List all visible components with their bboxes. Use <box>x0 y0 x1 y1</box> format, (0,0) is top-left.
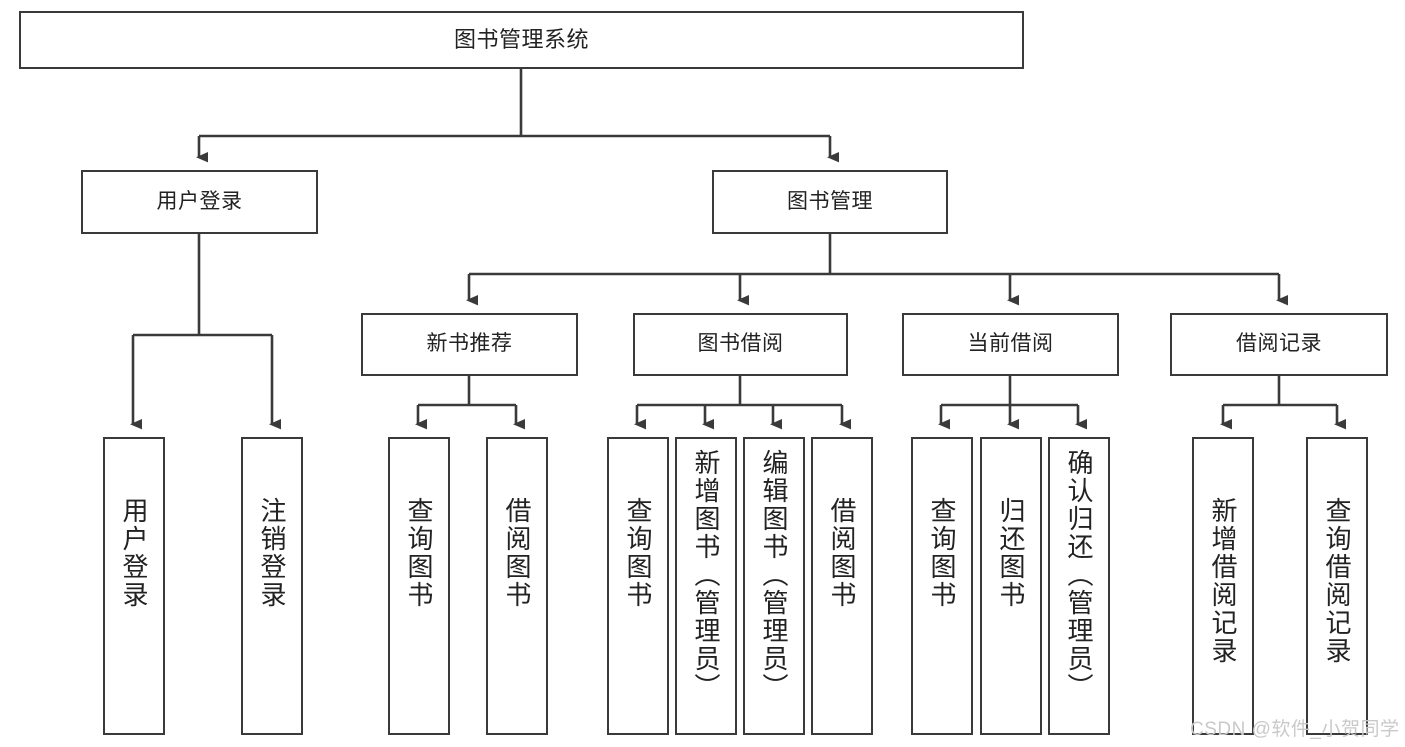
leaf-book-borrow-add-book-admin[interactable]: 新增图书（管理员） <box>675 437 737 735</box>
node-label: 新增借阅记录 <box>1208 497 1238 665</box>
node-root-book-management-system[interactable]: 图书管理系统 <box>19 11 1024 69</box>
leaf-borrow-record-add-record[interactable]: 新增借阅记录 <box>1192 437 1254 735</box>
node-label: 图书管理系统 <box>453 27 589 53</box>
leaf-new-book-borrow-book[interactable]: 借阅图书 <box>486 437 548 735</box>
node-label: 用户登录 <box>119 497 149 609</box>
node-borrow-record[interactable]: 借阅记录 <box>1170 313 1388 376</box>
leaf-current-borrow-return-book[interactable]: 归还图书 <box>980 437 1042 735</box>
leaf-book-borrow-borrow-book[interactable]: 借阅图书 <box>811 437 873 735</box>
node-label: 归还图书 <box>996 497 1026 609</box>
leaf-book-borrow-edit-book-admin[interactable]: 编辑图书（管理员） <box>743 437 805 735</box>
node-label: 当前借阅 <box>967 332 1054 356</box>
node-label: 查询图书 <box>623 497 653 609</box>
node-label: 图书管理 <box>787 189 873 213</box>
node-label: 查询借阅记录 <box>1322 497 1352 665</box>
leaf-current-borrow-query-book[interactable]: 查询图书 <box>911 437 973 735</box>
node-label: 注销登录 <box>257 497 287 609</box>
leaf-book-borrow-query-book[interactable]: 查询图书 <box>607 437 669 735</box>
node-label: 图书借阅 <box>697 332 784 356</box>
node-label: 用户登录 <box>156 189 243 213</box>
node-current-borrow[interactable]: 当前借阅 <box>902 313 1119 376</box>
node-label: 编辑图书（管理员） <box>759 449 789 701</box>
node-book-management[interactable]: 图书管理 <box>712 170 948 234</box>
node-label: 借阅图书 <box>827 497 857 609</box>
leaf-borrow-record-query-record[interactable]: 查询借阅记录 <box>1306 437 1368 735</box>
leaf-user-login-logout[interactable]: 注销登录 <box>241 437 303 735</box>
node-user-login[interactable]: 用户登录 <box>81 170 318 234</box>
node-label: 确认归还（管理员） <box>1064 449 1094 701</box>
node-label: 新书推荐 <box>426 332 513 356</box>
node-label: 查询图书 <box>927 497 957 609</box>
leaf-user-login-login[interactable]: 用户登录 <box>103 437 165 735</box>
node-book-borrow[interactable]: 图书借阅 <box>633 313 848 376</box>
leaf-new-book-query-book[interactable]: 查询图书 <box>388 437 450 735</box>
node-label: 查询图书 <box>404 497 434 609</box>
leaf-current-borrow-confirm-return-admin[interactable]: 确认归还（管理员） <box>1048 437 1110 735</box>
node-label: 新增图书（管理员） <box>691 449 721 701</box>
node-label: 借阅记录 <box>1236 332 1322 356</box>
csdn-watermark: CSDN @软件_小贺同学 <box>1190 719 1400 740</box>
node-label: 借阅图书 <box>502 497 532 609</box>
node-new-book-recommend[interactable]: 新书推荐 <box>361 313 578 376</box>
